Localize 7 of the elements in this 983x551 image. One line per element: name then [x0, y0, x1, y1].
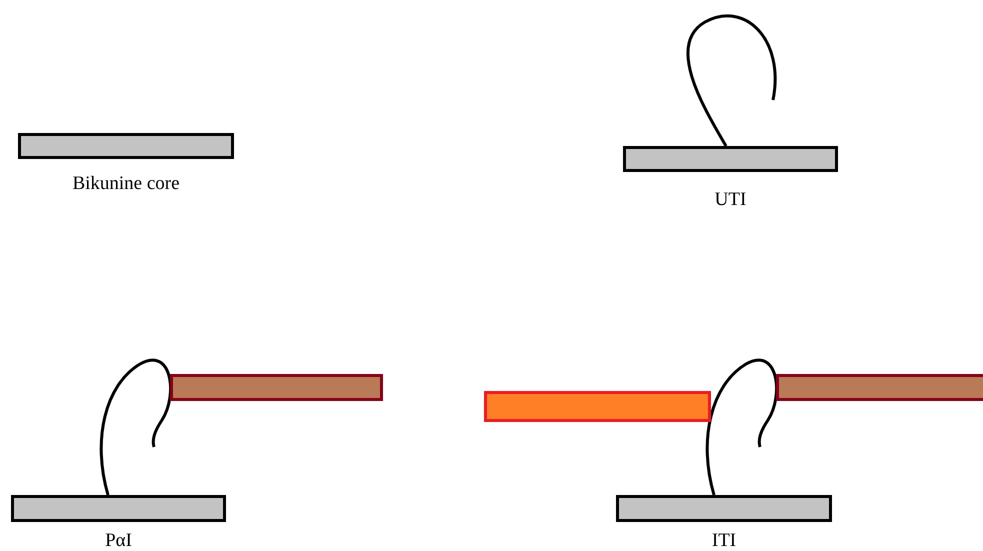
- node-label: Bikunine core: [72, 174, 180, 193]
- protein-chain-bar: [776, 374, 983, 401]
- node-label: ITI: [712, 531, 736, 550]
- node-label: UTI: [714, 190, 746, 209]
- protein-chain-bar: [484, 391, 711, 422]
- node-label: PαI: [105, 531, 132, 550]
- protein-chain-bar: [170, 374, 383, 401]
